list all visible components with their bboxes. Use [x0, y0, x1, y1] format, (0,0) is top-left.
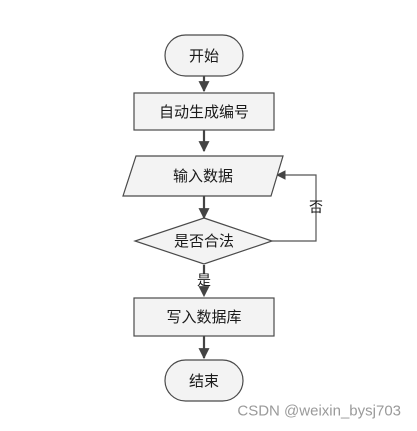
edge-decision-no-loop — [272, 170, 317, 242]
start-node-label: 开始 — [189, 47, 219, 65]
write-database-label: 写入数据库 — [166, 308, 241, 326]
edge-label-no: 否 — [309, 200, 323, 216]
edges — [198, 76, 317, 360]
input-data-node: 输入数据 — [122, 155, 284, 197]
decision-node: 是否合法 — [133, 217, 274, 265]
edge-label-yes: 是 — [197, 273, 211, 289]
start-node: 开始 — [164, 34, 244, 77]
generate-number-node: 自动生成编号 — [133, 92, 275, 131]
generate-number-label: 自动生成编号 — [159, 103, 249, 121]
input-data-label: 输入数据 — [173, 167, 233, 185]
end-node-label: 结束 — [189, 372, 219, 390]
end-node: 结束 — [164, 359, 244, 402]
write-database-node: 写入数据库 — [133, 297, 275, 337]
watermark-text: CSDN @weixin_bysj703 — [237, 403, 401, 420]
decision-label: 是否合法 — [174, 232, 234, 250]
